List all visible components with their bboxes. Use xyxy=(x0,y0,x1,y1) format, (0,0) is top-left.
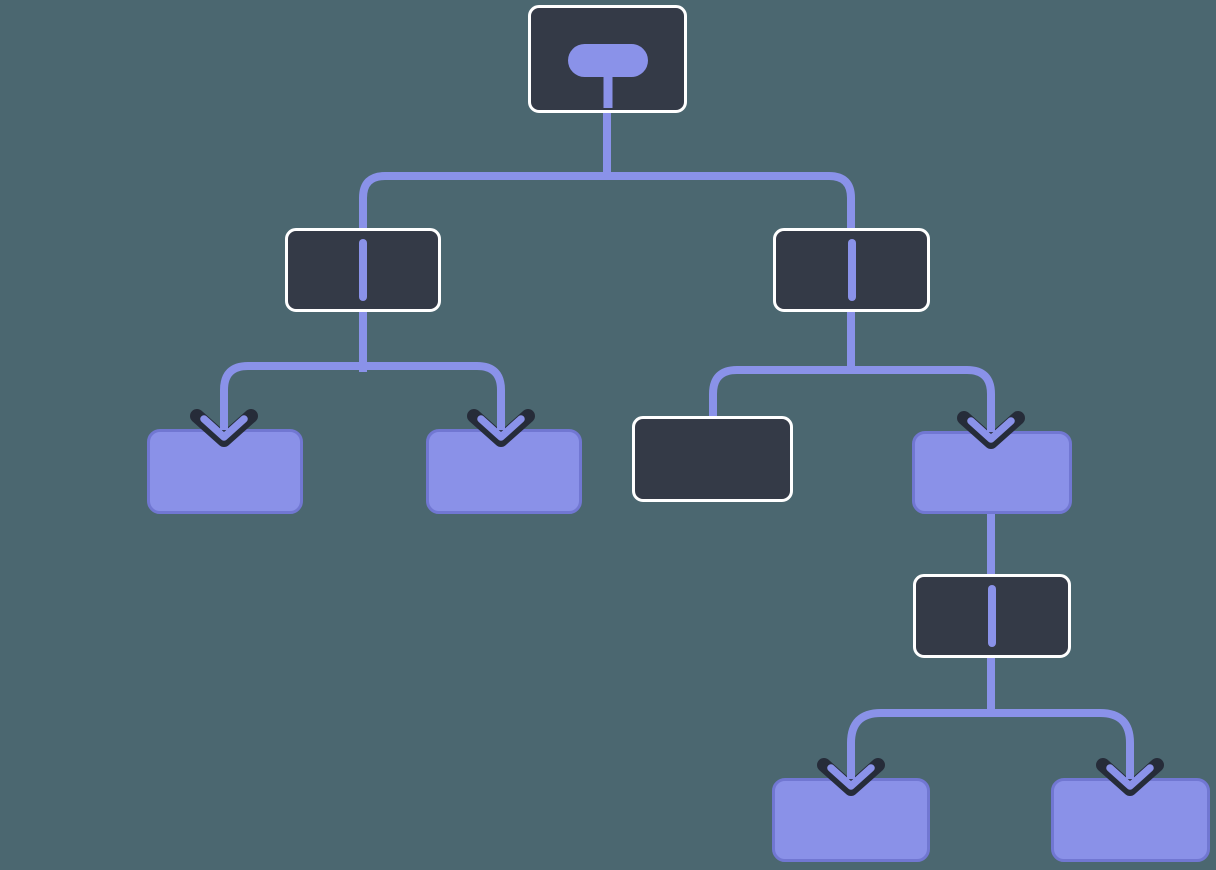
arrow-down-icon xyxy=(817,752,885,796)
arrow-down-icon xyxy=(190,403,258,447)
connector-split-level1 xyxy=(359,172,855,236)
arrow-down-icon xyxy=(467,403,535,447)
pass-through-line-icon xyxy=(988,585,996,647)
pass-through-line-icon xyxy=(359,239,367,301)
junction-node-right[interactable] xyxy=(773,228,930,312)
junction-node-left[interactable] xyxy=(285,228,441,312)
connector-split-left xyxy=(220,362,505,434)
junction-node-bottom[interactable] xyxy=(913,574,1071,658)
root-node[interactable] xyxy=(528,5,687,113)
connector-split-bottom xyxy=(847,709,1134,784)
root-pill-stem-icon xyxy=(603,70,612,108)
pass-through-line-icon xyxy=(847,239,856,301)
arrow-down-icon xyxy=(1096,752,1164,796)
arrow-down-icon xyxy=(957,405,1025,449)
plain-dark-node[interactable] xyxy=(632,416,793,502)
connector-split-right xyxy=(709,366,995,436)
